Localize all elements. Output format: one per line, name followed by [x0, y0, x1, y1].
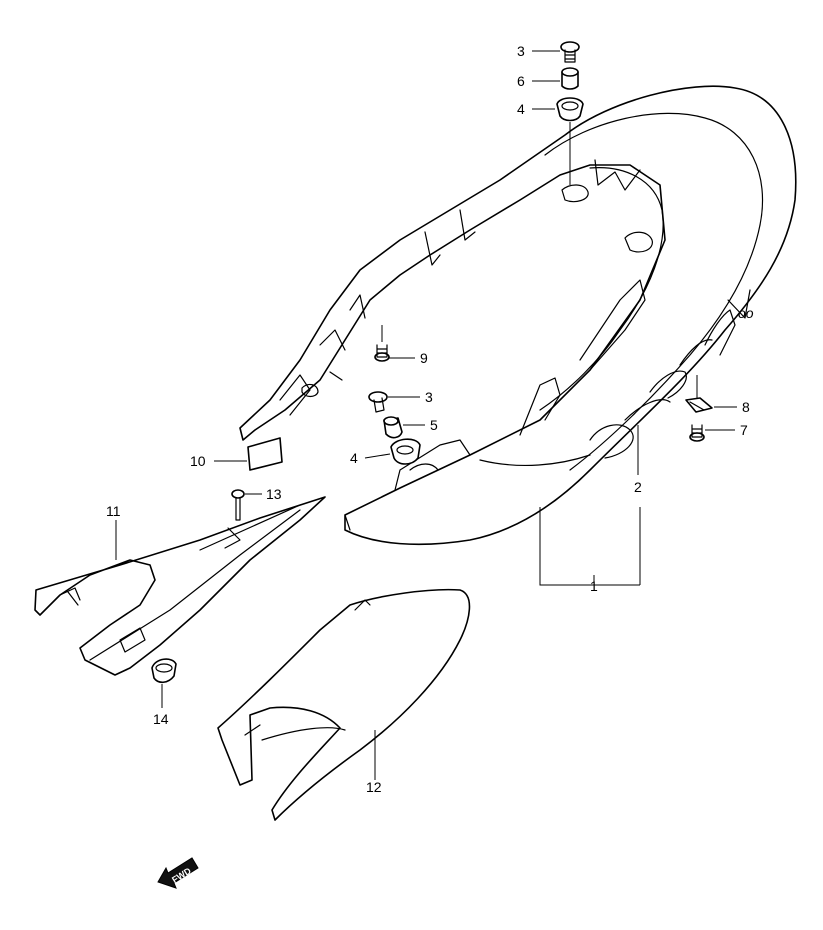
- part-14-grommet: [151, 658, 177, 684]
- fwd-arrow-icon: FWD: [157, 857, 199, 889]
- part-11-left-side-cover: [34, 496, 326, 676]
- callout-3-mid: 3: [425, 389, 433, 405]
- callout-5: 5: [430, 417, 438, 433]
- svg-text:oo: oo: [738, 305, 754, 321]
- callout-10: 10: [190, 453, 206, 469]
- leader-lines: [115, 50, 737, 780]
- part-7-bolt: [689, 424, 705, 442]
- part-8-nut-clip: [685, 397, 713, 413]
- part-3-screw-mid: [368, 391, 388, 413]
- callout-14: 14: [153, 711, 169, 727]
- part-6-spacer: [561, 67, 579, 90]
- callout-4-top: 4: [517, 101, 525, 117]
- callout-3-top: 3: [517, 43, 525, 59]
- part-3-screw-top: [560, 41, 580, 63]
- part-9-bolt: [374, 344, 390, 362]
- callout-4-mid: 4: [350, 450, 358, 466]
- callout-2: 2: [634, 479, 642, 495]
- callout-11: 11: [106, 503, 121, 519]
- callout-labels: 1 2 3 6 4 9 3 5 4 8 7 10 13 11 14 12: [106, 43, 750, 795]
- part-1-tail-cowl: [239, 85, 797, 546]
- callout-6: 6: [517, 73, 525, 89]
- callout-7: 7: [740, 422, 748, 438]
- part-13-screw: [231, 489, 245, 521]
- callout-12: 12: [366, 779, 382, 795]
- part-10-label: [247, 437, 283, 471]
- part-12-right-side-cover: [217, 588, 471, 821]
- callout-1: 1: [590, 578, 598, 594]
- part-2-emblem-decal: oo: [589, 289, 754, 459]
- callout-9: 9: [420, 350, 428, 366]
- callout-13: 13: [266, 486, 282, 502]
- part-4-grommet-mid: [390, 438, 421, 465]
- part-4-grommet-top: [556, 97, 584, 122]
- part-5-collar: [383, 416, 403, 439]
- callout-8: 8: [742, 399, 750, 415]
